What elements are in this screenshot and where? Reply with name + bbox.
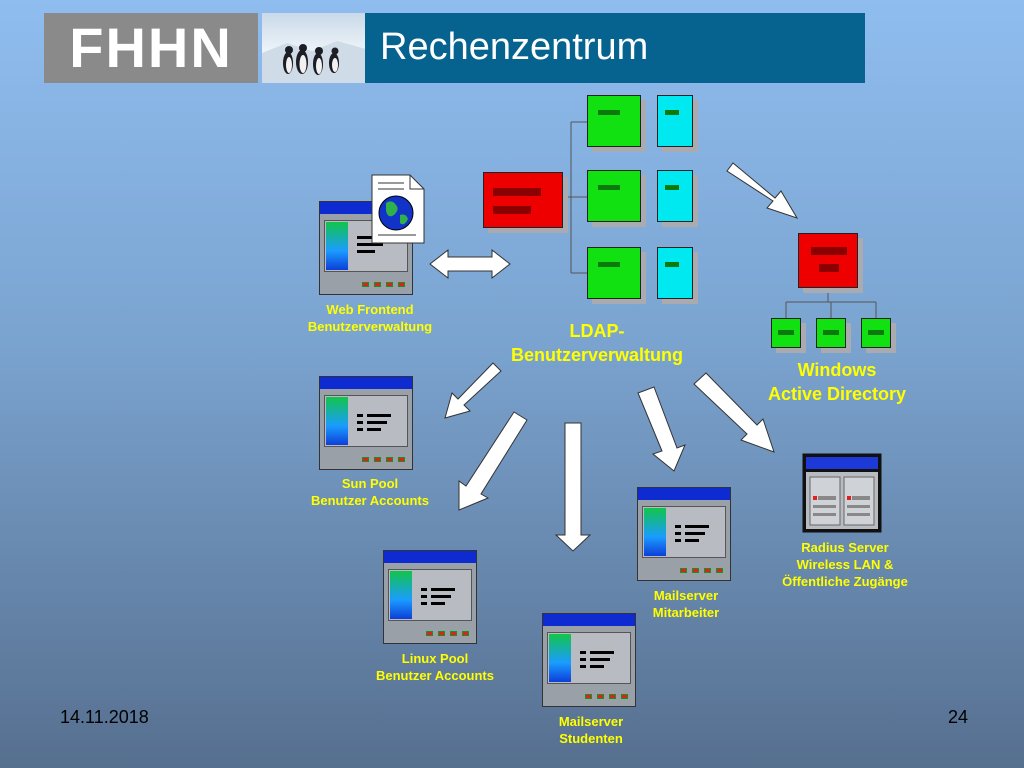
double-arrow-icon (429, 248, 511, 280)
footer-page-number: 24 (947, 707, 968, 727)
mailserver-studenten-window-icon (542, 613, 636, 707)
ldap-server (587, 95, 641, 147)
caption-ldap: LDAP-Benutzerverwaltung (510, 321, 684, 365)
ldap-server (657, 247, 693, 299)
logo-text: FHHN (69, 16, 233, 79)
arrow-icon (554, 422, 592, 552)
ad-server (771, 318, 801, 348)
arrow-icon (693, 372, 775, 453)
title-bar: Rechenzentrum (365, 13, 865, 83)
globe-document-icon (371, 174, 425, 244)
ldap-server (657, 95, 693, 147)
ad-master-server (798, 233, 858, 288)
mailserver-mitarbeiter-window-icon (637, 487, 731, 581)
arrow-icon (444, 362, 502, 419)
arrow-icon (726, 162, 799, 219)
ldap-server (587, 247, 641, 299)
ad-server (816, 318, 846, 348)
ad-server (861, 318, 891, 348)
ldap-master-server (483, 172, 563, 228)
footer-date: 14.11.2018 (60, 707, 149, 727)
page-title: Rechenzentrum (380, 26, 649, 68)
radius-server-icon (802, 453, 882, 533)
logo: FHHN (44, 13, 258, 83)
linux-pool-window-icon (383, 550, 477, 644)
ldap-server (587, 170, 641, 222)
penguins-icon (262, 41, 366, 83)
arrow-icon (637, 386, 686, 472)
ldap-server (657, 170, 693, 222)
sun-pool-window-icon (319, 376, 413, 470)
penguins-photo (262, 13, 366, 83)
arrow-icon (458, 411, 528, 511)
